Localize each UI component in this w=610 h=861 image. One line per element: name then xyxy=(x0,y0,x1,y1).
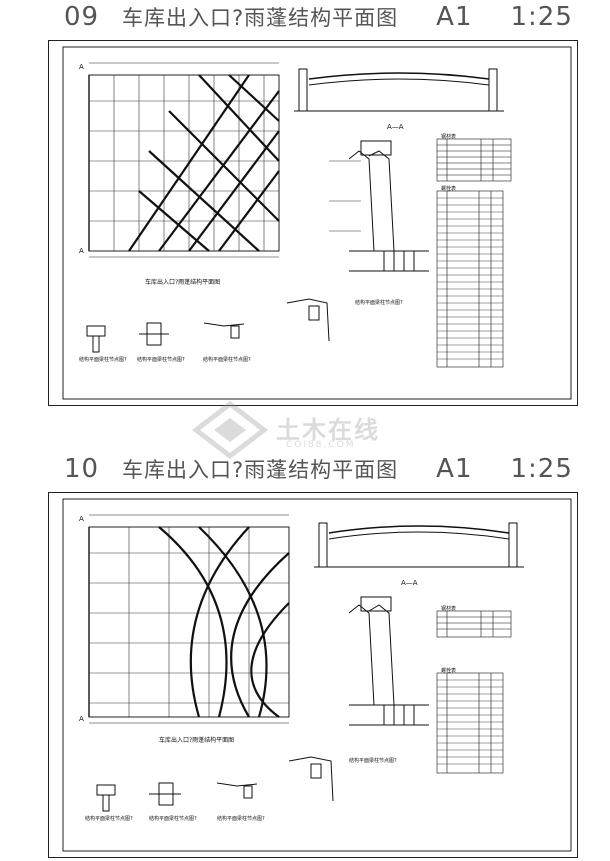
sheet-title-09: 09 车库出入口?雨蓬结构平面图 A1 1:25 xyxy=(64,2,573,32)
sheet-scale: 1:25 xyxy=(510,2,573,32)
svg-text:A: A xyxy=(79,515,84,523)
table-bottom-title: 螺栓表 xyxy=(441,186,457,192)
detail-right-caption: 结构平面梁柱节点图? xyxy=(355,300,403,306)
section-label: A—A xyxy=(387,123,404,131)
sheet-name: 车库出入口?雨蓬结构平面图 xyxy=(122,458,399,482)
watermark-sub: COI88.COM xyxy=(286,440,356,450)
plan-caption: 车库出入口?雨蓬结构平面图 xyxy=(159,737,235,744)
section-label: A—A xyxy=(401,579,418,587)
svg-text:A: A xyxy=(79,715,84,723)
sheet-size: A1 xyxy=(436,2,473,32)
sheet-title-10: 10 车库出入口?雨蓬结构平面图 A1 1:25 xyxy=(64,454,573,484)
detail-caption-2: 结构平面梁柱节点图? xyxy=(137,357,185,363)
detail-caption-1: 结构平面梁柱节点图? xyxy=(79,357,127,363)
watermark-logo-icon xyxy=(191,400,269,460)
watermark-text: 土木在线 xyxy=(276,416,380,444)
drawing-sheet-09-canvas: A A xyxy=(62,46,572,400)
detail-caption-2: 结构平面梁柱节点图? xyxy=(149,816,197,822)
sheet-scale: 1:25 xyxy=(510,454,573,484)
detail-caption-1: 结构平面梁柱节点图? xyxy=(85,816,133,822)
detail-caption-3: 结构平面梁柱节点图? xyxy=(203,357,251,363)
svg-text:A: A xyxy=(79,247,84,255)
detail-right-caption: 结构平面梁柱节点图? xyxy=(349,758,397,764)
plan-caption: 车库出入口?雨蓬结构平面图 xyxy=(145,279,221,286)
table-bottom-title: 螺栓表 xyxy=(441,668,457,674)
sheet-number: 10 xyxy=(64,454,100,484)
sheet-size: A1 xyxy=(436,454,473,484)
detail-caption-3: 结构平面梁柱节点图? xyxy=(217,816,265,822)
watermark: 土木在线 COI88.COM xyxy=(190,400,420,470)
drawing-sheet-10[interactable]: A A xyxy=(48,492,578,858)
sheet-name: 车库出入口?雨蓬结构平面图 xyxy=(122,6,399,30)
table-top-title: 钢材表 xyxy=(441,134,457,140)
table-top-title: 钢材表 xyxy=(441,606,457,612)
sheet-number: 09 xyxy=(64,2,100,32)
drawing-sheet-10-canvas: A A xyxy=(62,498,572,852)
svg-text:A: A xyxy=(79,63,84,71)
drawing-sheet-09[interactable]: A A xyxy=(48,40,578,406)
